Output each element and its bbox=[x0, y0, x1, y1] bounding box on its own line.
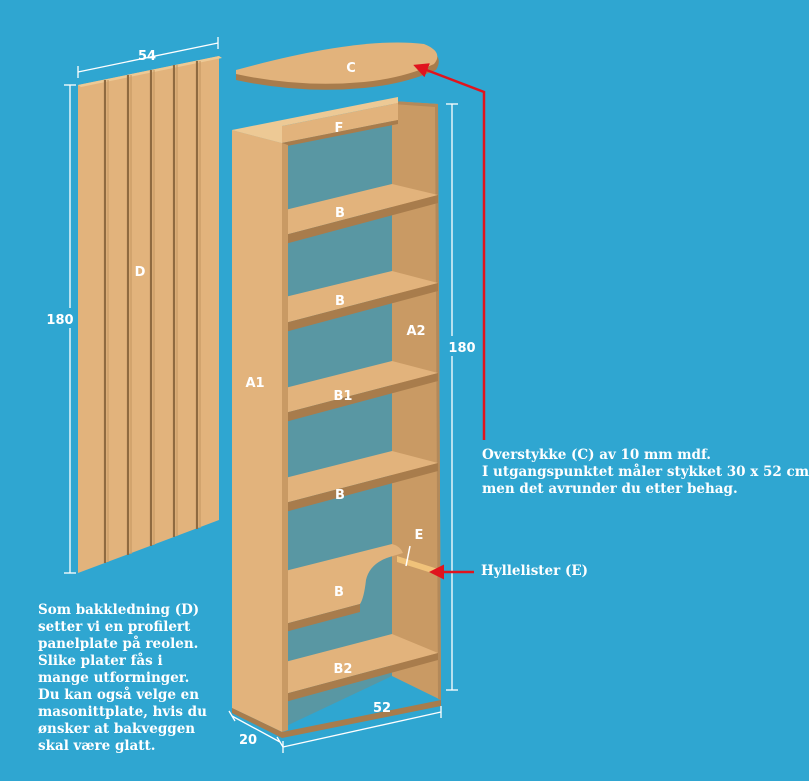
shelf-4 bbox=[285, 451, 438, 512]
label-shelf-2: B bbox=[335, 294, 345, 309]
dimension-back-width bbox=[77, 37, 219, 78]
right-side-a2 bbox=[392, 101, 441, 700]
shelf-5-cutout bbox=[285, 544, 403, 632]
label-d: D bbox=[135, 265, 146, 280]
back-panel-d: D bbox=[78, 56, 222, 573]
shelf-1 bbox=[285, 184, 438, 244]
label-shelf-5: B bbox=[334, 585, 344, 600]
note-hyllelister: Hyllelister (E) bbox=[481, 563, 589, 579]
label-f: F bbox=[335, 121, 344, 136]
top-cover-c: C bbox=[236, 42, 439, 90]
dimension-case-depth bbox=[228, 710, 284, 748]
panel-grooves bbox=[103, 61, 199, 563]
arrow-overstykke bbox=[413, 63, 486, 440]
dimension-side-height bbox=[446, 103, 458, 691]
left-side-a1 bbox=[232, 130, 282, 732]
shelf-3 bbox=[285, 361, 438, 422]
label-a1: A1 bbox=[245, 376, 264, 391]
dim-180-right: 180 bbox=[448, 341, 475, 356]
dim-54: 54 bbox=[138, 49, 156, 64]
label-shelf-1: B bbox=[335, 206, 345, 221]
dimension-back-height bbox=[64, 84, 76, 574]
label-a2: A2 bbox=[406, 324, 425, 339]
shelf-2 bbox=[285, 271, 438, 332]
dim-20: 20 bbox=[239, 733, 257, 748]
shelf-bottom bbox=[285, 634, 438, 702]
label-shelf-3: B1 bbox=[334, 389, 353, 404]
label-c: C bbox=[346, 61, 356, 76]
label-e: E bbox=[415, 528, 424, 543]
note-bakkledning: Som bakkledning (D) setter vi en profile… bbox=[38, 602, 207, 754]
note-overstykke: Overstykke (C) av 10 mm mdf. I utgangspu… bbox=[482, 447, 809, 497]
dim-52: 52 bbox=[373, 701, 391, 716]
bookshelf-case: F B B B1 B B B2 A1 A2 E bbox=[232, 97, 441, 738]
top-rail-f bbox=[282, 103, 398, 143]
label-shelf-4: B bbox=[335, 488, 345, 503]
label-b2: B2 bbox=[334, 662, 353, 677]
dim-180-left: 180 bbox=[46, 313, 73, 328]
shelf-strip-e bbox=[397, 545, 438, 575]
